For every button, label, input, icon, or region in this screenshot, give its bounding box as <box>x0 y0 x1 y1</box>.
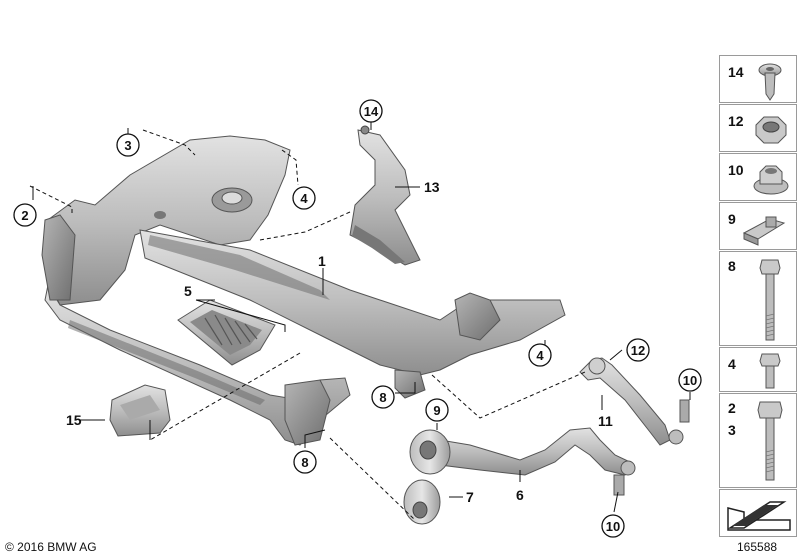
callout-1: 1 <box>318 253 326 269</box>
svg-text:9: 9 <box>433 403 440 418</box>
callout-13: 13 <box>424 179 440 195</box>
svg-text:1: 1 <box>318 253 326 269</box>
svg-text:11: 11 <box>598 413 613 429</box>
fastener-box-9: 9 <box>719 202 797 250</box>
callout-10-bottom: 10 <box>601 514 625 538</box>
svg-text:7: 7 <box>466 489 474 505</box>
callout-4-right: 4 <box>528 343 552 367</box>
svg-text:4: 4 <box>300 191 308 206</box>
svg-text:4: 4 <box>536 348 544 363</box>
fastener-box-2-3: 2 3 <box>719 393 797 488</box>
short-hex-bolt-icon <box>759 353 781 389</box>
svg-text:10: 10 <box>606 519 620 534</box>
wishbone-arm-part <box>439 427 636 496</box>
parts-arrow-icon <box>727 501 791 531</box>
callout-2: 2 <box>13 203 37 227</box>
fastener-label: 14 <box>728 64 744 80</box>
fastener-box-10: 10 <box>719 153 797 201</box>
callout-9: 9 <box>425 398 449 422</box>
subframe-part <box>41 135 566 446</box>
underbody-guard-part <box>177 299 276 366</box>
fastener-box-14: 14 <box>719 55 797 103</box>
svg-text:5: 5 <box>184 283 192 299</box>
image-number: 165588 <box>737 540 778 554</box>
callout-6: 6 <box>516 487 524 503</box>
callout-14: 14 <box>359 99 383 123</box>
callout-11: 11 <box>598 413 613 429</box>
fastener-box-12: 12 <box>719 104 797 152</box>
torx-bolt-icon <box>758 63 782 101</box>
fastener-label-secondary: 3 <box>728 422 736 438</box>
svg-text:3: 3 <box>124 138 131 153</box>
svg-text:14: 14 <box>364 104 379 119</box>
hex-nut-icon <box>755 116 787 144</box>
fastener-label: 4 <box>728 356 736 372</box>
hex-bolt-icon <box>757 401 783 481</box>
callout-7: 7 <box>466 489 474 505</box>
long-hex-bolt-icon <box>759 259 781 341</box>
fastener-label: 9 <box>728 211 736 227</box>
callout-12: 12 <box>626 338 650 362</box>
svg-text:6: 6 <box>516 487 524 503</box>
fastener-label: 2 <box>728 400 736 416</box>
copyright-text: © 2016 BMW AG <box>5 540 97 554</box>
svg-text:13: 13 <box>424 179 440 195</box>
rubber-bushing-part <box>403 479 441 525</box>
svg-text:10: 10 <box>683 373 697 388</box>
fastener-label: 10 <box>728 162 744 178</box>
svg-text:8: 8 <box>379 390 386 405</box>
callout-5: 5 <box>184 283 192 299</box>
tension-strut-part <box>579 357 690 446</box>
svg-text:15: 15 <box>66 412 82 428</box>
parts-arrow-box <box>719 489 797 537</box>
fastener-label: 8 <box>728 258 736 274</box>
svg-text:2: 2 <box>21 208 28 223</box>
arm-bushing-part <box>409 429 451 475</box>
callout-8-bottom: 8 <box>293 450 317 474</box>
clip-nut-icon <box>742 216 786 246</box>
svg-text:8: 8 <box>301 455 308 470</box>
fastener-box-8: 8 <box>719 251 797 346</box>
cover-part <box>109 384 171 437</box>
fastener-box-4: 4 <box>719 347 797 392</box>
callout-4-top: 4 <box>292 186 316 210</box>
callout-15: 15 <box>66 412 82 428</box>
callout-10-right: 10 <box>678 368 702 392</box>
collar-nut-icon <box>753 165 789 195</box>
callout-3: 3 <box>116 133 140 157</box>
fastener-label: 12 <box>728 113 744 129</box>
svg-text:12: 12 <box>631 343 645 358</box>
heat-shield-part <box>349 125 421 266</box>
leader-lines <box>29 121 691 521</box>
callout-8-middle: 8 <box>371 385 395 409</box>
